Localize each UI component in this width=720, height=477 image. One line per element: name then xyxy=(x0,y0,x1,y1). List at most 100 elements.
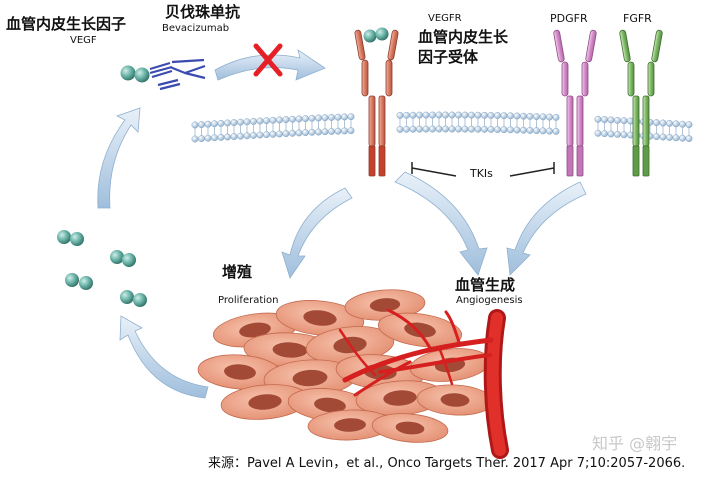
lipid-head xyxy=(217,133,225,141)
lipid-head xyxy=(533,113,540,121)
lipid-head xyxy=(347,113,355,121)
bevacizumab-cn-label: 贝伐珠单抗 xyxy=(165,3,241,21)
blocked-x-icon xyxy=(253,43,283,77)
lipid-head xyxy=(308,114,316,122)
lipid-head xyxy=(500,112,508,120)
lipid-head xyxy=(250,132,257,139)
lipid-head xyxy=(481,125,488,133)
free-vegf-ligands xyxy=(57,230,147,307)
lipid-head xyxy=(211,134,218,142)
tkis-label: TKIs xyxy=(470,167,493,180)
lipid-head xyxy=(276,116,283,124)
lipid-head xyxy=(282,116,290,123)
lipid-head xyxy=(289,115,296,123)
lipid-head xyxy=(614,130,621,138)
lipid-head xyxy=(455,111,462,119)
angiogenesis-cn-label: 血管生成 xyxy=(455,276,516,294)
lipid-head xyxy=(416,111,423,119)
cell-nucleus xyxy=(314,397,346,413)
lipid-head xyxy=(341,113,348,121)
lipid-head xyxy=(237,132,244,140)
lipid-head xyxy=(653,119,660,127)
lipid-head xyxy=(533,127,540,135)
vegfr-en-label: VEGFR xyxy=(428,13,462,24)
lipid-head xyxy=(250,118,257,125)
cell-nucleus xyxy=(395,421,425,435)
cell-nucleus xyxy=(334,418,366,432)
lipid-head xyxy=(315,128,322,136)
lipid-head xyxy=(552,113,560,121)
lipid-head xyxy=(539,113,547,121)
lipid-head xyxy=(685,135,693,143)
lipid-head xyxy=(263,131,270,139)
lipid-head xyxy=(334,113,342,121)
lipid-head xyxy=(468,125,475,133)
tki-inhibition-lines xyxy=(411,162,555,177)
lipid-head xyxy=(328,114,335,121)
lipid-head xyxy=(666,120,673,127)
cell-nucleus xyxy=(440,393,470,407)
cycle-arrows xyxy=(97,49,587,399)
cell-nucleus xyxy=(303,310,337,326)
lipid-head xyxy=(494,126,501,133)
lipid-head xyxy=(243,118,251,126)
lipid-head xyxy=(679,134,686,142)
citation-text: 来源：Pavel A Levin，et al., Onco Targets Th… xyxy=(208,456,686,471)
lipid-head xyxy=(507,112,514,120)
lipid-head xyxy=(526,126,534,134)
fgfr-label: FGFR xyxy=(623,12,652,25)
lipid-head xyxy=(546,127,553,135)
endothelial-cell-cluster xyxy=(197,289,494,443)
lipid-head xyxy=(282,130,290,137)
lipid-head xyxy=(191,135,199,143)
lipid-head xyxy=(513,126,521,134)
lipid-head xyxy=(601,130,608,138)
lipid-head xyxy=(217,119,225,127)
watermark: 知乎 @翱宇 xyxy=(592,434,678,453)
cell-membrane xyxy=(191,111,693,143)
proliferation-cn-label: 增殖 xyxy=(222,263,253,281)
lipid-head xyxy=(601,116,608,124)
lipid-head xyxy=(659,133,667,141)
blood-vessel xyxy=(338,308,509,459)
lipid-head xyxy=(289,129,296,137)
lipid-head xyxy=(295,115,303,123)
lipid-head xyxy=(191,121,199,129)
lipid-head xyxy=(487,126,495,133)
lipid-head xyxy=(396,111,404,119)
lipid-head xyxy=(321,114,329,122)
lipid-head xyxy=(256,131,264,139)
lipid-head xyxy=(276,130,283,138)
lipid-head xyxy=(341,127,348,135)
proliferation-en-label: Proliferation xyxy=(218,295,279,306)
lipid-head xyxy=(416,125,423,133)
lipid-head xyxy=(448,125,456,133)
lipid-head xyxy=(455,125,462,133)
lipid-head xyxy=(409,125,417,133)
lipid-head xyxy=(552,127,560,135)
lipid-head xyxy=(230,133,238,140)
lipid-head xyxy=(468,111,475,119)
lipid-head xyxy=(442,125,449,133)
lipid-head xyxy=(211,120,218,128)
lipid-head xyxy=(685,121,693,129)
pdgfr-label: PDGFR xyxy=(550,12,588,25)
lipid-head xyxy=(347,127,355,135)
lipid-head xyxy=(672,134,680,142)
lipid-head xyxy=(546,113,553,121)
lipid-head xyxy=(526,112,534,120)
lipid-head xyxy=(269,130,277,138)
lipid-head xyxy=(422,111,430,119)
lipid-head xyxy=(620,117,628,125)
lipid-head xyxy=(256,117,264,125)
lipid-head xyxy=(435,125,443,133)
lipid-head xyxy=(403,111,410,119)
lipid-head xyxy=(520,112,527,120)
lipid-head xyxy=(295,129,303,137)
cell-nucleus xyxy=(224,364,256,380)
lipid-head xyxy=(507,126,514,134)
fgfr-receptor-icon xyxy=(619,29,663,177)
angiogenesis-en-label: Angiogenesis xyxy=(456,295,523,306)
vegfr-cn-label-2: 因子受体 xyxy=(418,48,479,66)
